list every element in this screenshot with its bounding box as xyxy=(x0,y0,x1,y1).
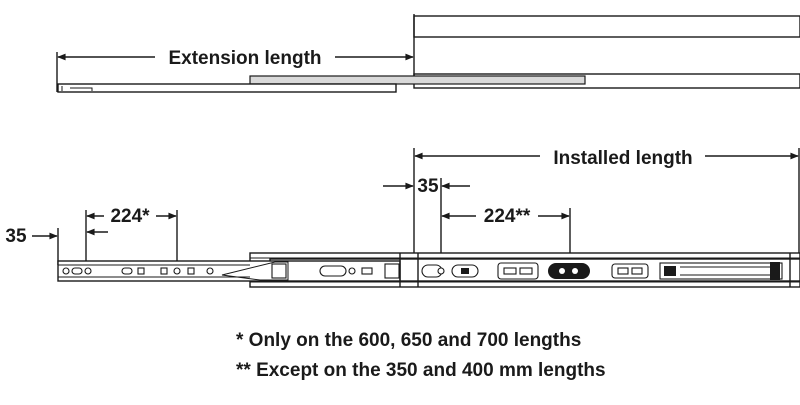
intermediate-member xyxy=(249,75,586,85)
dim35-right-label: 35 xyxy=(417,176,439,197)
installed-slide-view: Installed length 35 224** 224* 35 xyxy=(5,148,800,288)
footnote-single-star: * Only on the 600, 650 and 700 lengths xyxy=(236,330,581,351)
drawer-member xyxy=(57,83,397,93)
installed-length-label: Installed length xyxy=(553,148,692,169)
front-catch xyxy=(61,86,93,91)
footnote-double-star: ** Except on the 350 and 400 mm lengths xyxy=(236,360,606,381)
extended-slide-view: Extension length xyxy=(56,14,800,93)
dim35-left-label: 35 xyxy=(5,226,27,247)
slide-body xyxy=(57,252,800,288)
drawer-panel xyxy=(413,15,800,38)
extension-length-label: Extension length xyxy=(168,48,321,69)
dim224-right-label: 224** xyxy=(484,206,531,227)
dim224-left-label: 224* xyxy=(110,206,150,227)
